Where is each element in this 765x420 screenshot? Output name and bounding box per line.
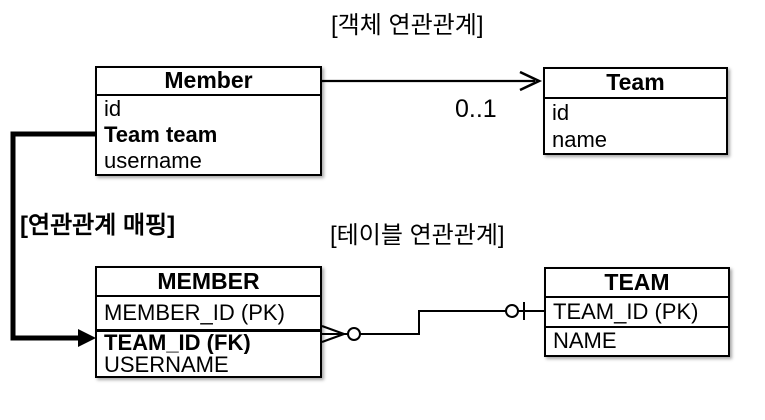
mapping-arrow <box>10 131 96 347</box>
team-table-column-name: NAME <box>553 328 617 354</box>
member-class-box: Member id Team team username <box>95 66 322 176</box>
member-table-column-username: USERNAME <box>104 354 229 376</box>
table-association-connector <box>321 302 544 343</box>
mapping-label: [연관관계 매핑] <box>20 212 176 239</box>
filled-arrowhead-icon <box>78 329 96 347</box>
team-class-field-id: id <box>552 99 570 125</box>
open-arrowhead-icon <box>519 70 543 92</box>
member-table-column-member-id: MEMBER_ID (PK) <box>104 300 285 325</box>
member-table-title: MEMBER <box>97 268 320 297</box>
member-class-title: Member <box>97 68 320 96</box>
member-table-column-team-id: TEAM_ID (FK) <box>97 329 320 354</box>
member-table-box: MEMBER MEMBER_ID (PK) TEAM_ID (FK) USERN… <box>95 266 322 378</box>
object-association-label: [객체 연관관계] <box>331 12 484 39</box>
multiplicity-label: 0..1 <box>455 95 497 123</box>
team-class-box: Team id name <box>543 67 728 155</box>
member-class-field-username: username <box>104 148 202 173</box>
member-class-field-id: id <box>104 96 122 121</box>
crow-foot-many-icon <box>321 325 348 343</box>
team-table-title: TEAM <box>546 269 728 298</box>
object-association-arrow <box>322 70 543 92</box>
team-class-title: Team <box>545 69 726 99</box>
optional-circle-icon <box>347 327 361 341</box>
optional-circle-icon <box>505 304 519 318</box>
team-table-column-team-id: TEAM_ID (PK) <box>546 298 728 328</box>
team-table-box: TEAM TEAM_ID (PK) NAME <box>544 267 730 357</box>
table-association-label: [테이블 연관관계] <box>330 222 505 249</box>
member-class-field-team: Team team <box>104 122 218 147</box>
team-class-field-name: name <box>552 126 608 152</box>
